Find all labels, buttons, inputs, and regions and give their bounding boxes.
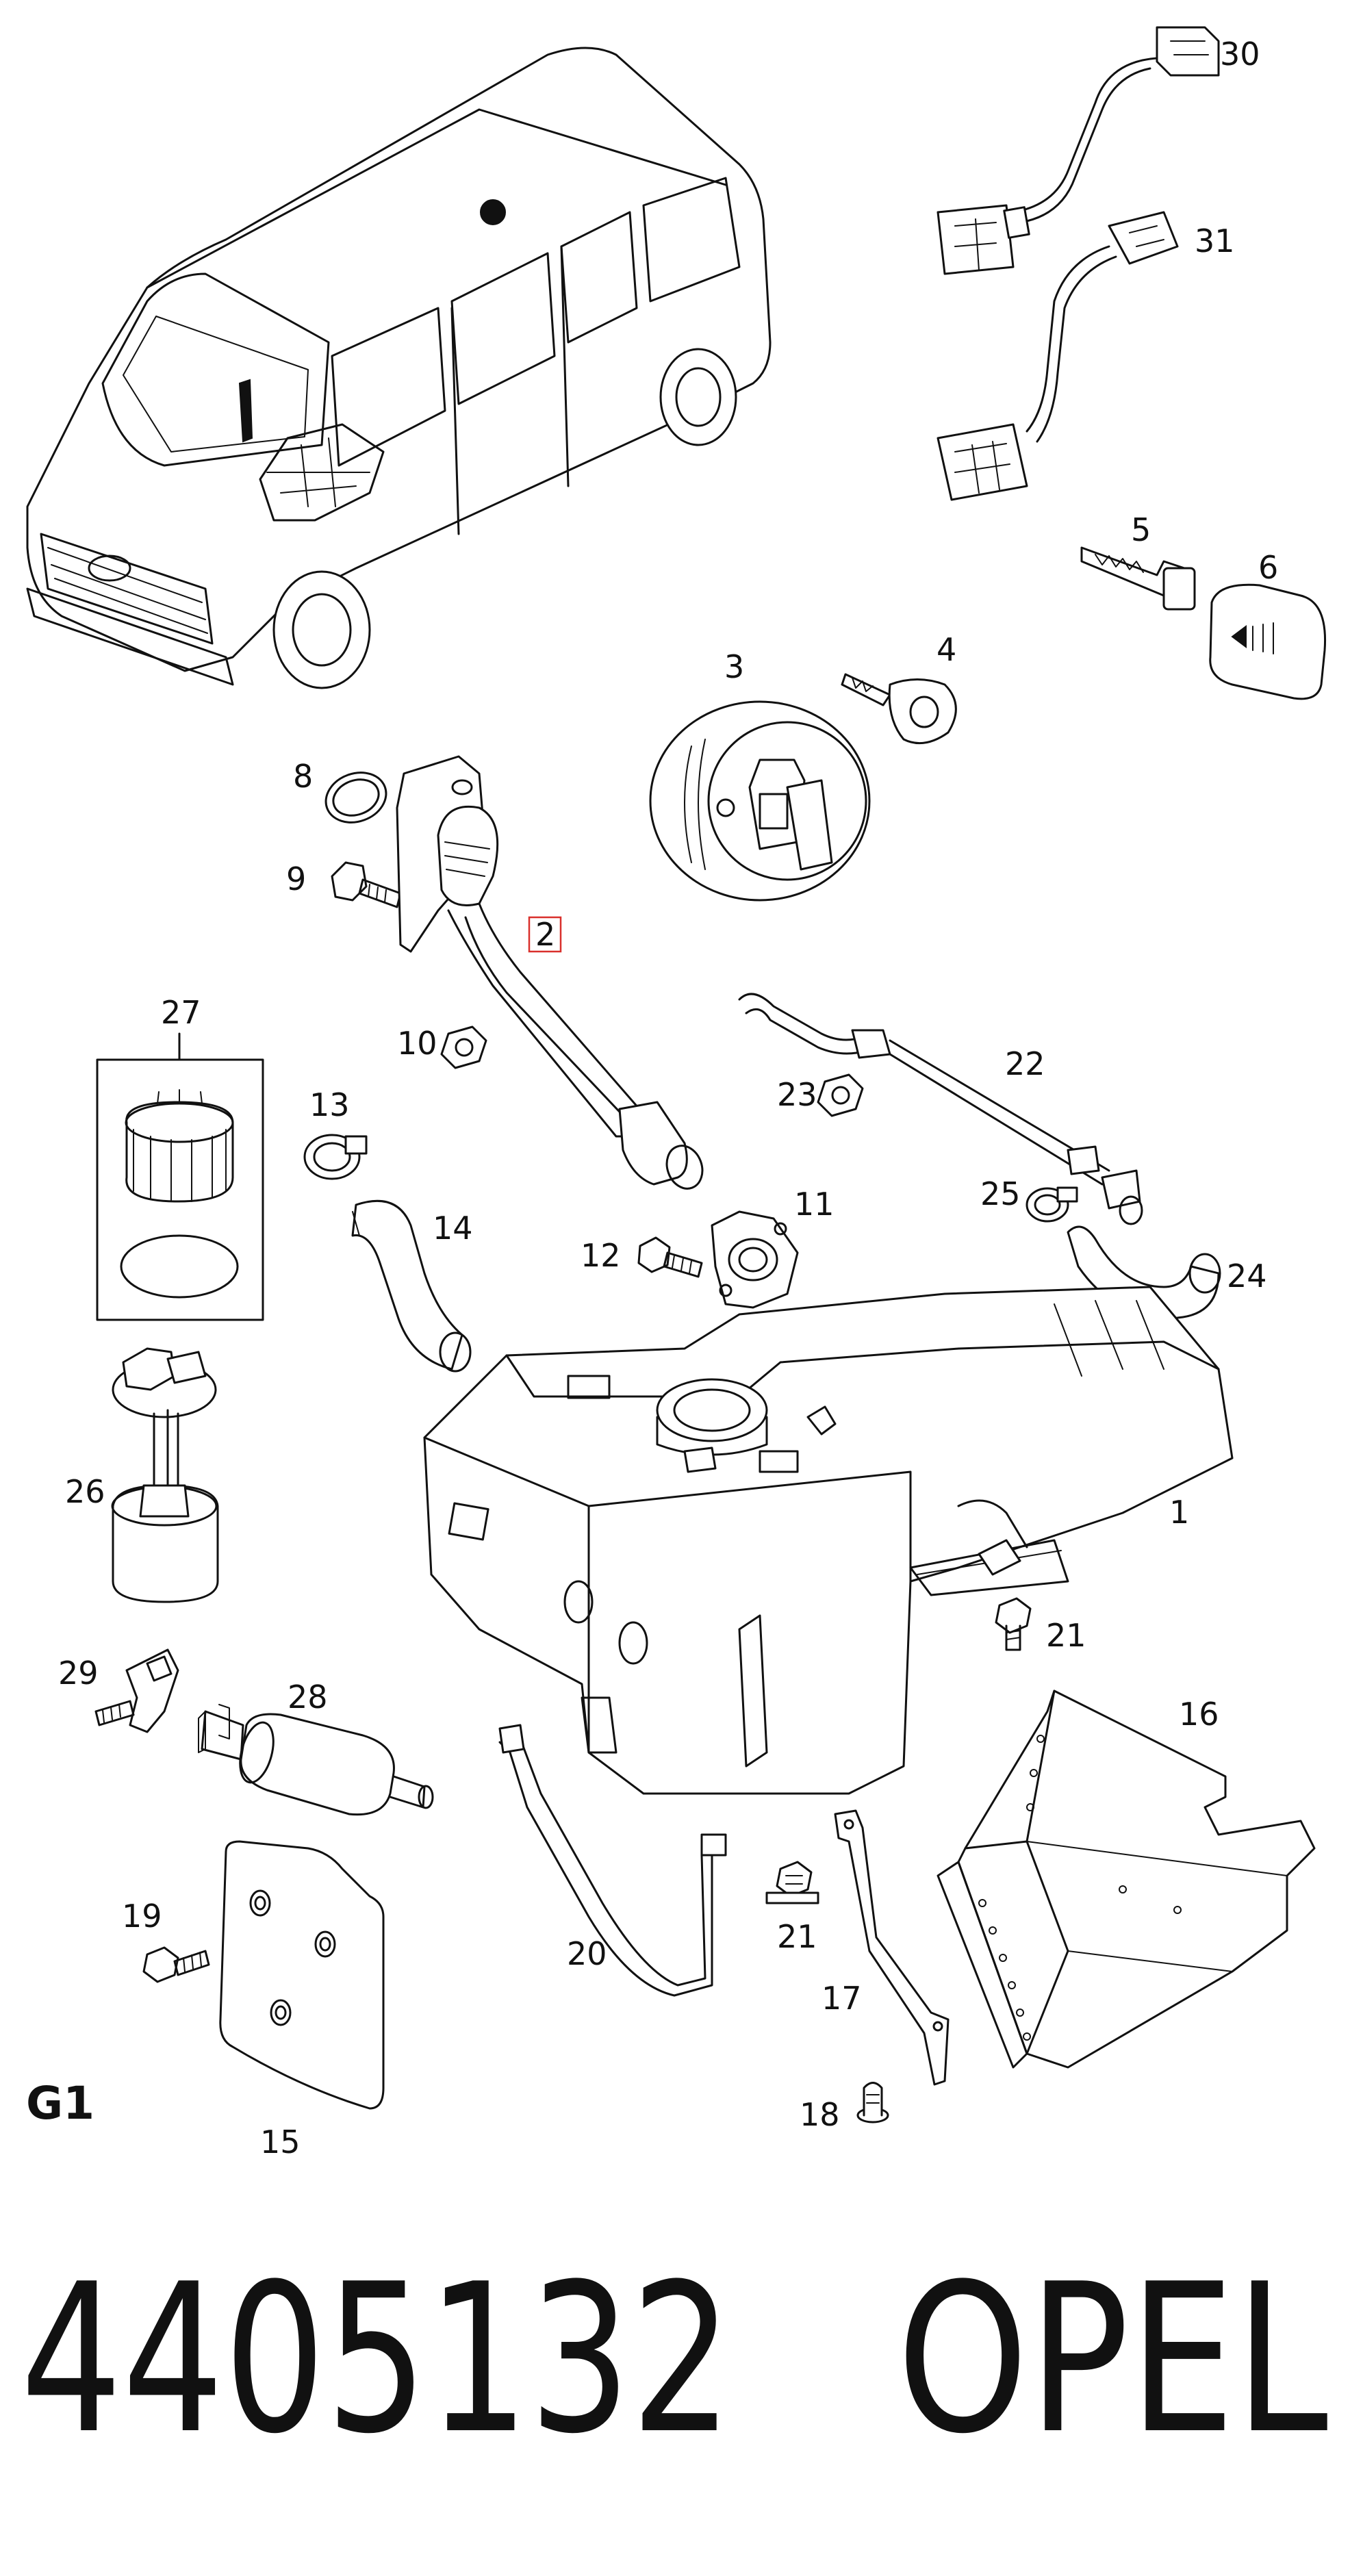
- callout-21-lower: 21: [777, 1918, 817, 1955]
- callout-23: 23: [777, 1076, 817, 1113]
- callout-12: 12: [581, 1237, 621, 1274]
- callout-4: 4: [937, 631, 956, 668]
- callout-31: 31: [1195, 222, 1235, 259]
- seal-ring-8: [324, 771, 387, 824]
- filler-cap-lock-3: [649, 700, 871, 902]
- hose-14: [351, 1199, 472, 1373]
- bolt-21-upper: [995, 1597, 1032, 1651]
- callout-9: 9: [286, 860, 306, 897]
- bracket-17: [834, 1809, 950, 2086]
- callout-18: 18: [800, 2096, 840, 2133]
- filter-clamp-29: [94, 1648, 179, 1733]
- hose-clamp-13: [303, 1134, 368, 1180]
- key-4: [841, 673, 957, 745]
- bolt-21-lower: [765, 1861, 819, 1904]
- hose-clamp-25: [1026, 1186, 1078, 1223]
- bolt-12: [637, 1236, 703, 1278]
- callout-6: 6: [1258, 549, 1278, 586]
- callout-13: 13: [309, 1086, 350, 1123]
- callout-27: 27: [161, 994, 201, 1031]
- callout-20: 20: [567, 1935, 607, 1972]
- callout-21-upper: 21: [1046, 1617, 1086, 1654]
- callout-8: 8: [293, 758, 313, 795]
- mounting-plate-11: [711, 1210, 799, 1309]
- callout-29: 29: [58, 1655, 99, 1692]
- callout-10: 10: [397, 1025, 437, 1062]
- bolt-9: [331, 861, 402, 908]
- callout-1: 1: [1169, 1494, 1189, 1531]
- wiring-harness-31: [937, 211, 1179, 501]
- fuel-sender-unit-26: [111, 1347, 219, 1603]
- heat-shield-16: [937, 1689, 1316, 2069]
- callout-15: 15: [260, 2124, 301, 2160]
- vent-pipe-22: [738, 993, 1143, 1225]
- callout-11: 11: [794, 1186, 835, 1223]
- callout-labels: 1 2 3 4 5 6 8 9 10 11 12 13 14 15 16 17 …: [58, 36, 1278, 2160]
- callout-2: 2: [535, 916, 555, 953]
- tank-strap-20: [498, 1724, 727, 1997]
- callout-14: 14: [433, 1210, 473, 1247]
- callout-24: 24: [1227, 1258, 1267, 1295]
- callout-30: 30: [1220, 36, 1260, 73]
- footer: 4405132 OPEL: [21, 2240, 1329, 2479]
- locking-ring-kit-27: [96, 1032, 264, 1321]
- remote-fob-6: [1209, 583, 1327, 700]
- callout-28: 28: [288, 1679, 328, 1716]
- callout-26: 26: [65, 1473, 105, 1510]
- callout-5: 5: [1131, 511, 1151, 548]
- fuel-filter-28: [198, 1704, 434, 1816]
- clip-18: [856, 2082, 889, 2124]
- callout-25: 25: [980, 1175, 1021, 1212]
- brand-name: OPEL: [897, 2240, 1329, 2479]
- key-5: [1080, 546, 1196, 611]
- callout-17: 17: [822, 1980, 862, 2017]
- cover-plate-15: [219, 1840, 385, 2110]
- fuel-tank-1: [423, 1286, 1234, 1795]
- callout-16: 16: [1179, 1696, 1219, 1733]
- wiring-harness-30: [937, 26, 1220, 275]
- callout-19: 19: [122, 1898, 162, 1935]
- callout-3: 3: [724, 648, 744, 685]
- part-number: 4405132: [21, 2240, 733, 2479]
- callout-22: 22: [1005, 1045, 1045, 1082]
- bolt-19: [142, 1946, 210, 1983]
- nut-10: [440, 1025, 487, 1069]
- filler-neck-2: [396, 755, 704, 1190]
- section-label: G1: [26, 2077, 94, 2130]
- van-illustration: [26, 47, 772, 689]
- callout-2-highlight-box: [528, 916, 562, 953]
- nut-23: [817, 1073, 864, 1117]
